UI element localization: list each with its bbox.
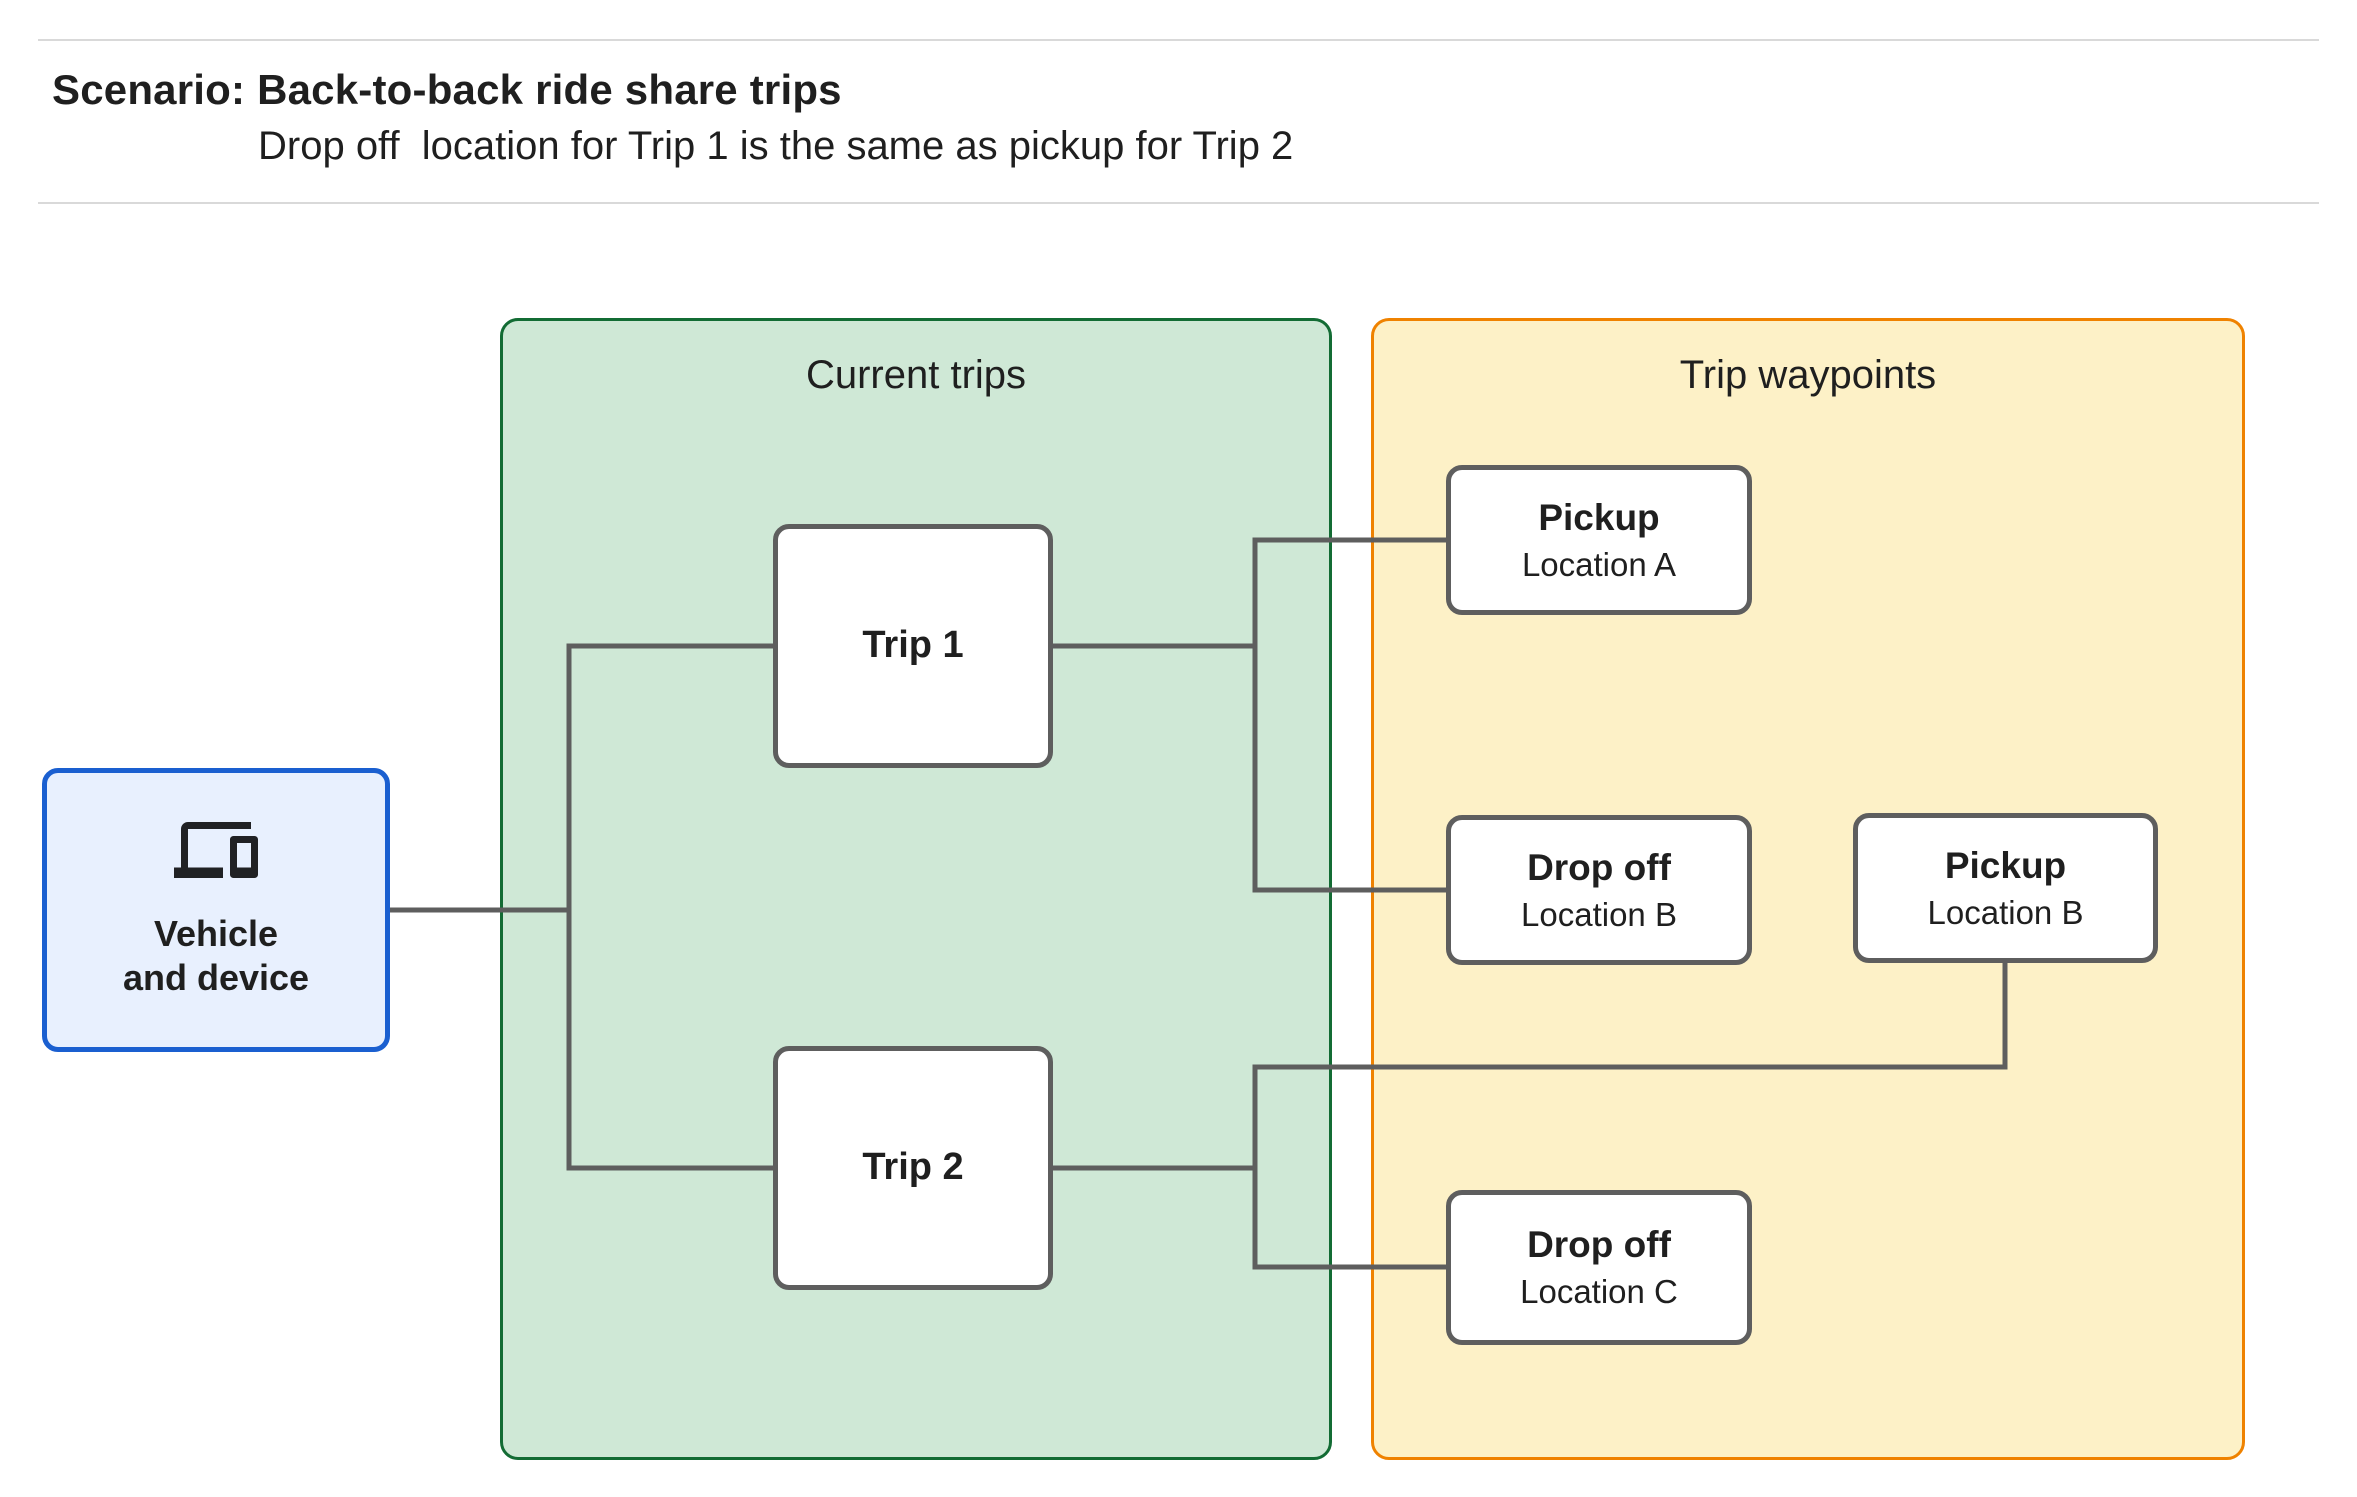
devices-icon xyxy=(174,822,258,879)
waypoint-dropoff-location-b: Drop off Location B xyxy=(1446,815,1752,965)
header-divider xyxy=(38,202,2319,204)
trip-1-label: Trip 1 xyxy=(862,624,964,667)
waypoint-type: Drop off xyxy=(1527,846,1671,888)
vehicle-label-line2: and device xyxy=(122,957,310,998)
vehicle-node-label: Vehicle and device xyxy=(123,912,309,1000)
top-divider xyxy=(38,39,2319,41)
trip-1-node: Trip 1 xyxy=(773,524,1053,768)
vehicle-and-device-node: Vehicle and device xyxy=(42,768,390,1052)
vehicle-label-line1: Vehicle xyxy=(153,913,279,955)
waypoint-type: Drop off xyxy=(1527,1224,1671,1265)
waypoint-location: Location C xyxy=(1520,1273,1678,1311)
waypoint-pickup-location-b: Pickup Location B xyxy=(1853,813,2158,963)
waypoint-dropoff-location-c: Drop off Location C xyxy=(1446,1190,1752,1345)
waypoint-type: Pickup xyxy=(1944,844,2067,886)
current-trips-title: Current trips xyxy=(805,353,1027,397)
page-subtitle: Drop off location for Trip 1 is the same… xyxy=(258,124,1294,168)
trip-2-node: Trip 2 xyxy=(773,1046,1053,1290)
waypoint-type: Pickup xyxy=(1538,496,1660,538)
trip-2-label: Trip 2 xyxy=(862,1146,964,1189)
waypoint-location: Location B xyxy=(1927,893,2084,931)
page-title: Scenario: Back-to-back ride share trips xyxy=(52,66,842,113)
waypoint-pickup-location-a: Pickup Location A xyxy=(1446,465,1752,615)
waypoint-location: Location B xyxy=(1521,895,1677,933)
waypoint-location: Location A xyxy=(1521,545,1677,583)
trip-waypoints-title: Trip waypoints xyxy=(1679,353,1937,397)
